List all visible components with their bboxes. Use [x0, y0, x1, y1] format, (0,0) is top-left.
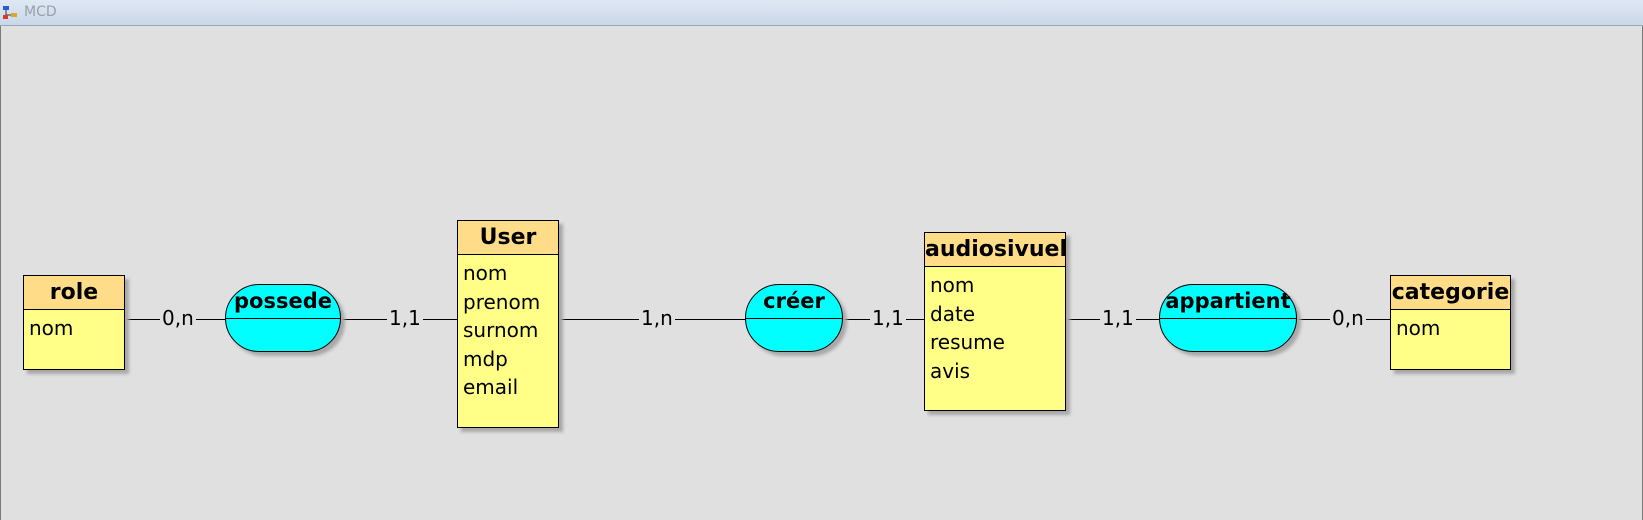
cardinality-creer-audiosivuel: 1,1 — [870, 306, 906, 330]
entity-user[interactable]: User nom prenom surnom mdp email — [457, 220, 559, 428]
entity-categorie[interactable]: categorie nom — [1390, 275, 1511, 370]
window-title: MCD — [24, 4, 57, 20]
entity-attribute: email — [463, 375, 519, 399]
cardinality-audiosivuel-appartient: 1,1 — [1100, 306, 1136, 330]
association-divider — [226, 318, 340, 319]
entity-attribute: nom — [29, 316, 74, 340]
entity-attribute: surnom — [463, 318, 539, 342]
entity-role[interactable]: role nom — [23, 275, 125, 370]
entity-attribute: avis — [930, 358, 971, 383]
entity-title: audiosivuel — [925, 233, 1067, 267]
frame-border-left — [0, 26, 1, 520]
association-title: appartient — [1165, 289, 1291, 313]
entity-title: categorie — [1391, 276, 1510, 310]
app-icon — [3, 6, 17, 19]
cardinality-appartient-categorie: 0,n — [1330, 306, 1366, 330]
entity-attribute: date — [930, 301, 976, 326]
entity-title: User — [458, 221, 558, 255]
entity-attribute: mdp — [463, 346, 508, 371]
association-divider — [746, 318, 842, 319]
association-title: possede — [234, 289, 332, 313]
entity-attribute: nom — [1396, 316, 1441, 340]
entity-audiosivuel[interactable]: audiosivuel nom date resume avis — [924, 232, 1067, 411]
association-appartient[interactable]: appartient — [1159, 284, 1297, 352]
diagram-canvas: 0,n 1,1 1,n 1,1 1,1 0,n role nom possede… — [0, 26, 1643, 520]
association-divider — [1160, 318, 1296, 319]
association-possede[interactable]: possede — [225, 284, 341, 352]
title-bar: MCD — [0, 0, 1643, 26]
entity-attribute: nom — [463, 261, 508, 285]
entity-attribute: prenom — [463, 289, 541, 314]
association-title: créer — [763, 289, 825, 313]
cardinality-possede-user: 1,1 — [387, 306, 423, 330]
entity-title: role — [24, 276, 124, 310]
association-creer[interactable]: créer — [745, 284, 843, 352]
entity-attribute: resume — [930, 330, 1005, 354]
cardinality-role-possede: 0,n — [160, 306, 196, 330]
cardinality-user-creer: 1,n — [639, 306, 675, 330]
entity-attribute: nom — [930, 273, 975, 297]
